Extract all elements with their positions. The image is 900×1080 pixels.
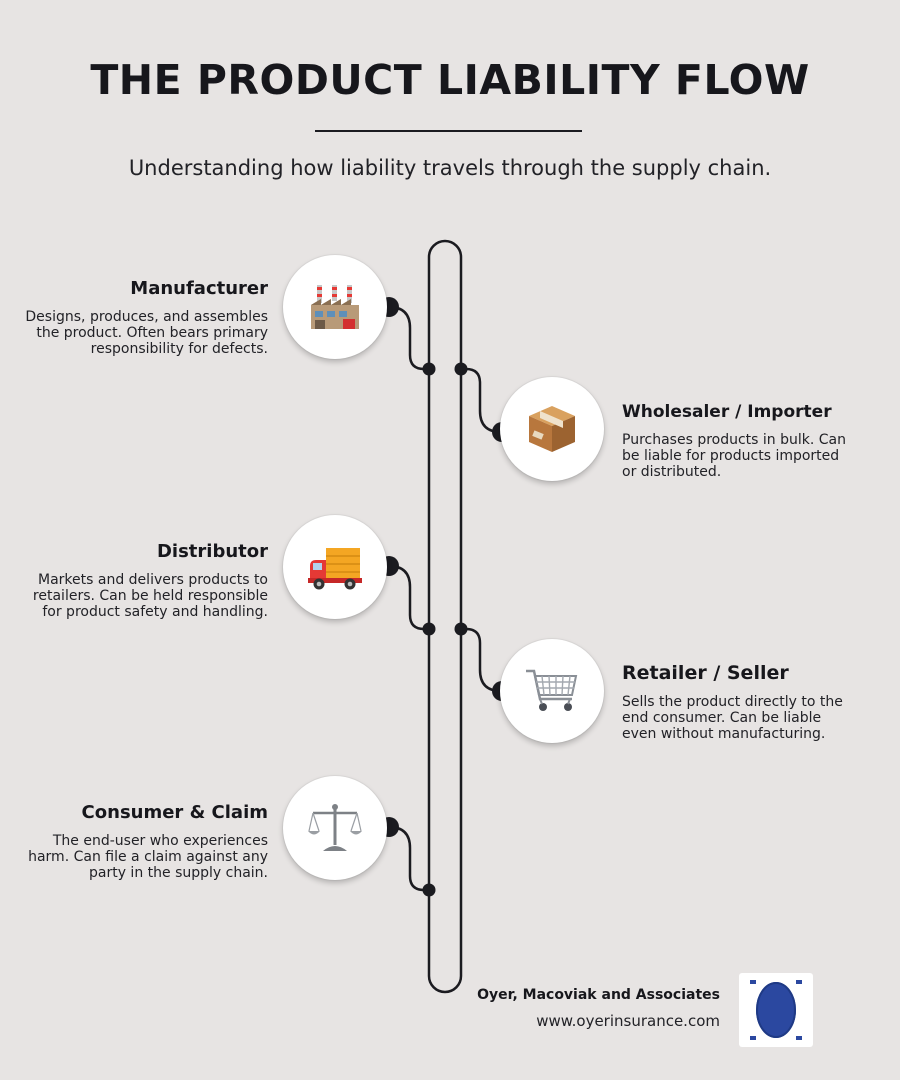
company-logo [739, 973, 813, 1047]
connector-manufacturer [388, 305, 429, 371]
connector-wholesaler [461, 367, 502, 434]
manufacturer-text: Manufacturer Designs, produces, and asse… [18, 278, 268, 357]
consumer-text: Consumer & Claim The end-user who experi… [18, 802, 268, 881]
consumer-description: The end-user who experiences harm. Can f… [28, 833, 268, 881]
distributor-icon-circle [283, 515, 387, 619]
wholesaler-description: Purchases products in bulk. Can be liabl… [622, 432, 847, 480]
consumer-icon-circle [283, 776, 387, 880]
retailer-title: Retailer / Seller [622, 662, 789, 684]
wholesaler-text: Wholesaler / Importer Purchases products… [622, 402, 847, 480]
retailer-text: Retailer / Seller Sells the product dire… [622, 662, 847, 742]
connector-retailer [461, 627, 502, 693]
distributor-description: Markets and delivers products to retaile… [32, 572, 268, 620]
manufacturer-description: Designs, produces, and assembles the pro… [25, 309, 268, 357]
balance-scale-icon [308, 804, 362, 851]
retailer-icon-circle [500, 639, 604, 743]
consumer-title: Consumer & Claim [81, 802, 268, 823]
factory-icon [311, 285, 359, 329]
logo-ring-icon [750, 980, 802, 1040]
page-title: THE PRODUCT LIABILITY FLOW [90, 56, 810, 104]
retailer-description: Sells the product directly to the end co… [622, 694, 843, 742]
wholesaler-title: Wholesaler / Importer [622, 402, 832, 422]
company-website[interactable]: www.oyerinsurance.com [536, 1012, 720, 1030]
title-divider [315, 130, 582, 132]
connector-consumer [388, 825, 429, 892]
delivery-truck-icon [308, 548, 362, 590]
wholesaler-icon-circle [500, 377, 604, 481]
manufacturer-icon-circle [283, 255, 387, 359]
distributor-title: Distributor [156, 541, 268, 562]
shopping-cart-icon [526, 669, 578, 711]
package-box-icon [529, 406, 575, 452]
connector-distributor [388, 564, 429, 631]
flow-spine [427, 239, 463, 994]
junction-dot-consumer [422, 883, 436, 897]
junction-dot-distributor [422, 622, 436, 636]
distributor-text: Distributor Markets and delivers product… [18, 541, 268, 620]
junction-dot-manufacturer [422, 362, 436, 376]
junction-dot-retailer [454, 622, 468, 636]
manufacturer-title: Manufacturer [130, 278, 268, 299]
junction-dot-wholesaler [454, 362, 468, 376]
company-name: Oyer, Macoviak and Associates [477, 987, 720, 1003]
page-subtitle: Understanding how liability travels thro… [128, 156, 772, 180]
